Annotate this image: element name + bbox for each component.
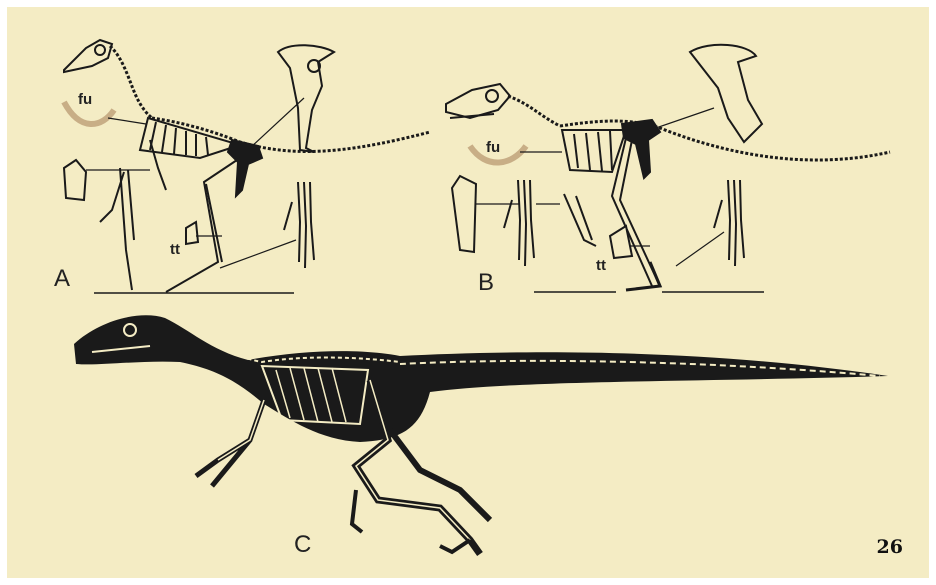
panel-b-skeleton	[446, 45, 890, 292]
page-number: 26	[877, 536, 903, 558]
panel-c-silhouette	[74, 315, 888, 554]
panel-label-c: C	[294, 531, 311, 558]
panel-label-b: B	[478, 269, 494, 296]
panel-a-skeleton	[64, 40, 430, 293]
furcula-label-b: fu	[486, 139, 500, 156]
tibiotarsus-label-a: tt	[170, 241, 180, 258]
figure-drawing: fu fu tt tt A B C	[7, 7, 929, 578]
furcula-label-a: fu	[78, 91, 92, 108]
panel-label-a: A	[54, 265, 70, 292]
tibiotarsus-label-b: tt	[596, 257, 606, 274]
figure-page: fu fu tt tt A B C 26	[7, 7, 929, 578]
